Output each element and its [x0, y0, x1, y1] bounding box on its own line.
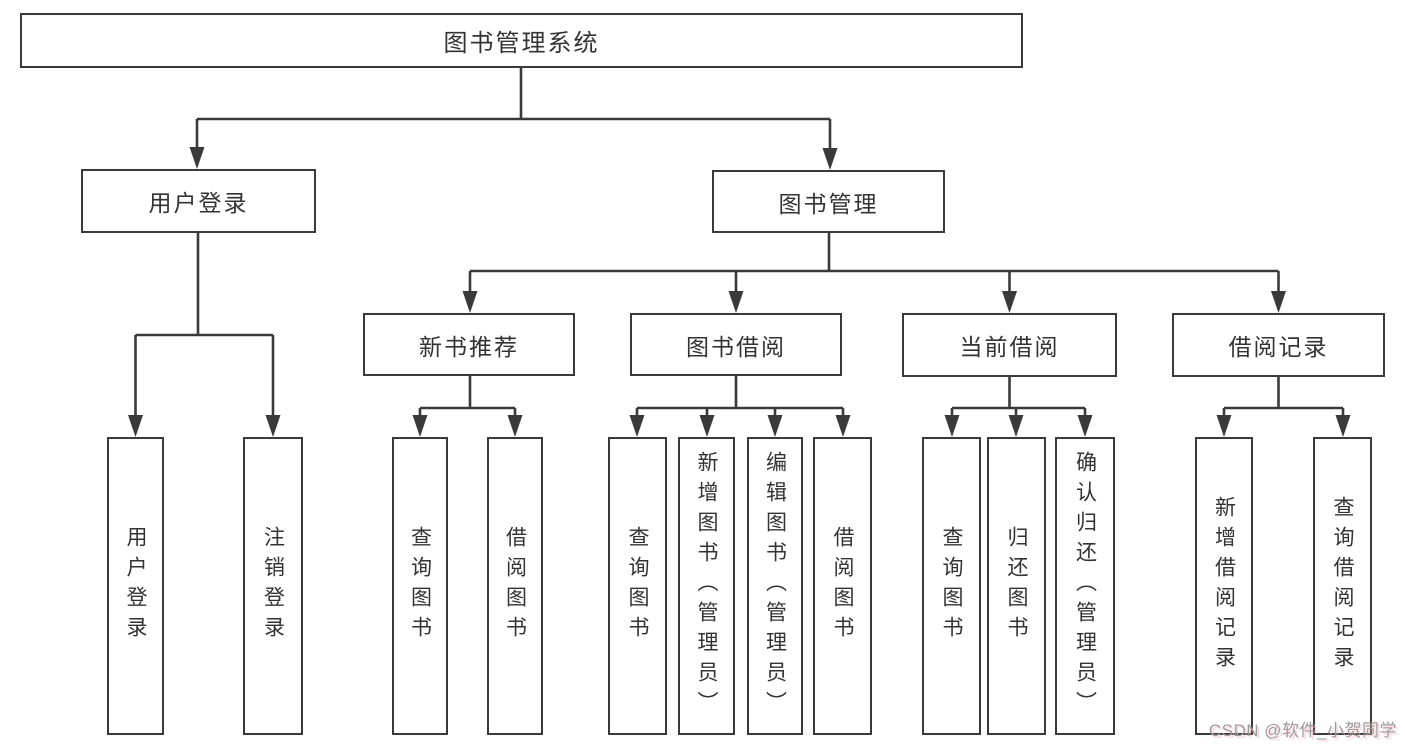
node-leaf-edit-book-admin: 编辑图书（管理员） [747, 437, 803, 735]
arrowheads [128, 147, 1351, 437]
arrow-icon [767, 415, 783, 437]
node-book-management-branch: 图书管理 [712, 170, 945, 233]
leaf-label: 查询图书 [940, 526, 963, 646]
arrow-icon [1077, 415, 1093, 437]
node-leaf-query-borrow-record: 查询借阅记录 [1313, 437, 1372, 735]
arrow-icon [699, 415, 715, 437]
leaf-label: 注销登录 [261, 526, 285, 646]
connector-lines [134, 68, 1345, 418]
node-leaf-query-books-borrowing: 查询图书 [608, 437, 667, 735]
node-leaf-query-books-recommend: 查询图书 [392, 437, 448, 735]
leaf-label: 借阅图书 [831, 526, 854, 646]
arrow-icon [1216, 415, 1232, 437]
node-leaf-query-books-current: 查询图书 [922, 437, 981, 735]
node-new-book-recommend: 新书推荐 [363, 313, 575, 376]
arrow-icon [835, 415, 851, 437]
arrow-icon [189, 147, 205, 169]
leaf-label: 查询借阅记录 [1331, 496, 1354, 676]
leaf-label: 归还图书 [1005, 526, 1028, 646]
arrow-icon [128, 415, 143, 437]
node-leaf-logout: 注销登录 [243, 437, 303, 735]
leaf-label: 查询图书 [626, 526, 649, 646]
arrow-icon [629, 415, 645, 437]
arrow-icon [1002, 291, 1017, 313]
node-book-borrowing: 图书借阅 [630, 313, 842, 376]
leaf-label: 确认归还（管理员） [1073, 451, 1097, 721]
leaf-label: 新增图书（管理员） [695, 451, 718, 721]
arrow-icon [728, 291, 744, 313]
node-leaf-return-book: 归还图书 [987, 437, 1046, 735]
node-leaf-borrow-books-borrowing: 借阅图书 [813, 437, 872, 735]
arrow-icon [944, 415, 960, 437]
arrow-icon [507, 415, 523, 437]
node-current-borrowing: 当前借阅 [902, 313, 1117, 377]
leaf-label: 查询图书 [408, 526, 432, 646]
node-leaf-borrow-books-recommend: 借阅图书 [487, 437, 543, 735]
leaf-label: 借阅图书 [503, 526, 527, 646]
leaf-label: 新增借阅记录 [1212, 496, 1236, 676]
node-leaf-user-login: 用户登录 [107, 437, 164, 735]
arrow-icon [462, 291, 478, 313]
arrow-icon [822, 148, 838, 170]
leaf-label: 用户登录 [124, 526, 147, 646]
node-borrow-records: 借阅记录 [1172, 313, 1385, 377]
node-user-login-branch: 用户登录 [81, 169, 316, 233]
arrow-icon [1008, 415, 1024, 437]
watermark: CSDN @软件_小贺同学 [1208, 721, 1397, 740]
node-leaf-confirm-return-admin: 确认归还（管理员） [1055, 437, 1115, 735]
node-leaf-add-book-admin: 新增图书（管理员） [678, 437, 735, 735]
arrow-icon [412, 415, 428, 437]
node-root-system: 图书管理系统 [20, 13, 1023, 68]
arrow-icon [1335, 415, 1351, 437]
arrow-icon [1271, 291, 1286, 313]
arrow-icon [265, 415, 281, 437]
leaf-label: 编辑图书（管理员） [763, 451, 787, 721]
node-leaf-add-borrow-record: 新增借阅记录 [1195, 437, 1253, 735]
